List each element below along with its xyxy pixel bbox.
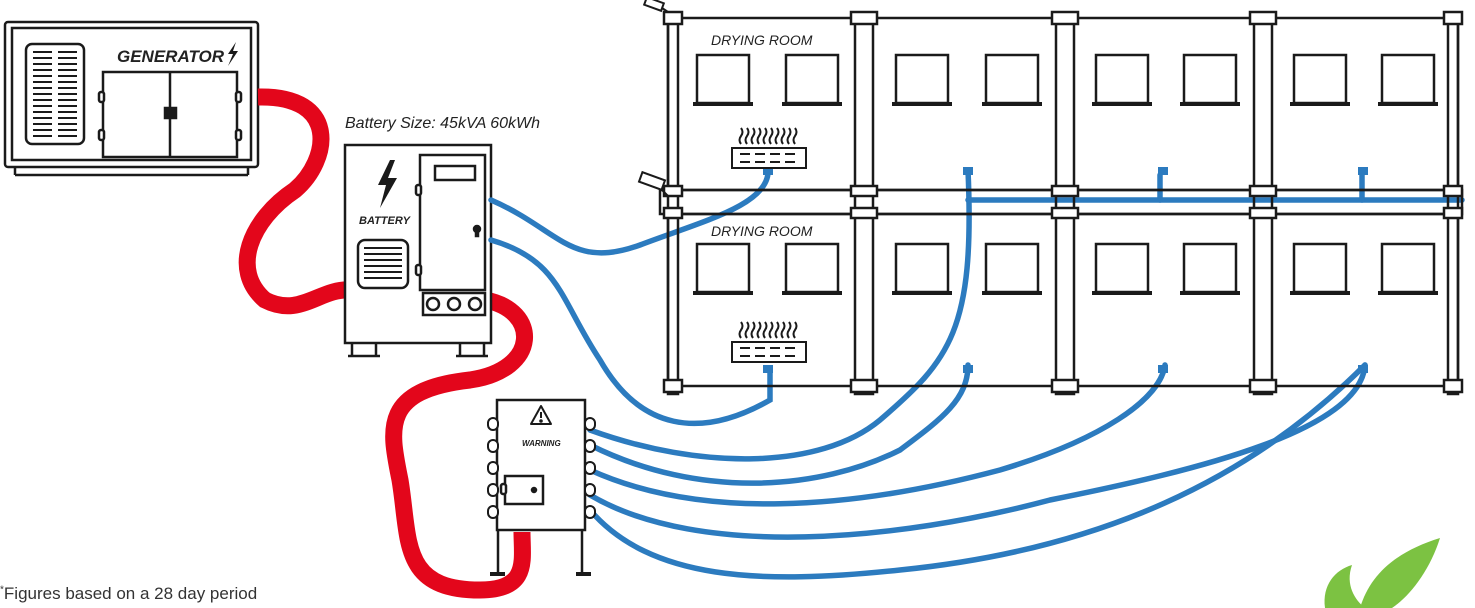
warning-triangle-icon <box>530 405 552 425</box>
footnote-text: Figures based on a 28 day period <box>3 584 258 603</box>
footnote-marker: * <box>0 584 4 596</box>
battery-label: BATTERY <box>359 215 412 227</box>
building-windows <box>693 53 1438 295</box>
lightning-bolt-icon <box>228 42 238 66</box>
generator <box>3 20 260 177</box>
cabin-building <box>658 10 1464 396</box>
distribution-box <box>487 398 596 576</box>
cctv-camera-icon <box>637 170 669 197</box>
distribution-box-label: WARNING <box>522 439 561 448</box>
distribution-cables <box>488 167 1465 580</box>
heater-icon <box>731 321 807 363</box>
generator-label: GENERATOR <box>117 47 225 66</box>
footnote: *Figures based on a 28 day period <box>0 584 257 604</box>
top-room-label: DRYING ROOM <box>711 32 813 48</box>
bottom-room-label: DRYING ROOM <box>711 223 813 239</box>
generator-cable <box>238 88 533 599</box>
lightning-bolt-icon <box>378 160 397 208</box>
battery-unit <box>343 143 493 358</box>
cctv-camera-icon <box>642 0 669 13</box>
cable-connectors <box>763 167 1368 373</box>
battery-size-label: Battery Size: 45kVA 60kWh <box>345 115 540 132</box>
heater-icon <box>731 127 807 169</box>
leaf-logo-icon <box>1324 538 1440 608</box>
generator-vent <box>24 42 86 146</box>
battery-vent <box>356 238 410 290</box>
